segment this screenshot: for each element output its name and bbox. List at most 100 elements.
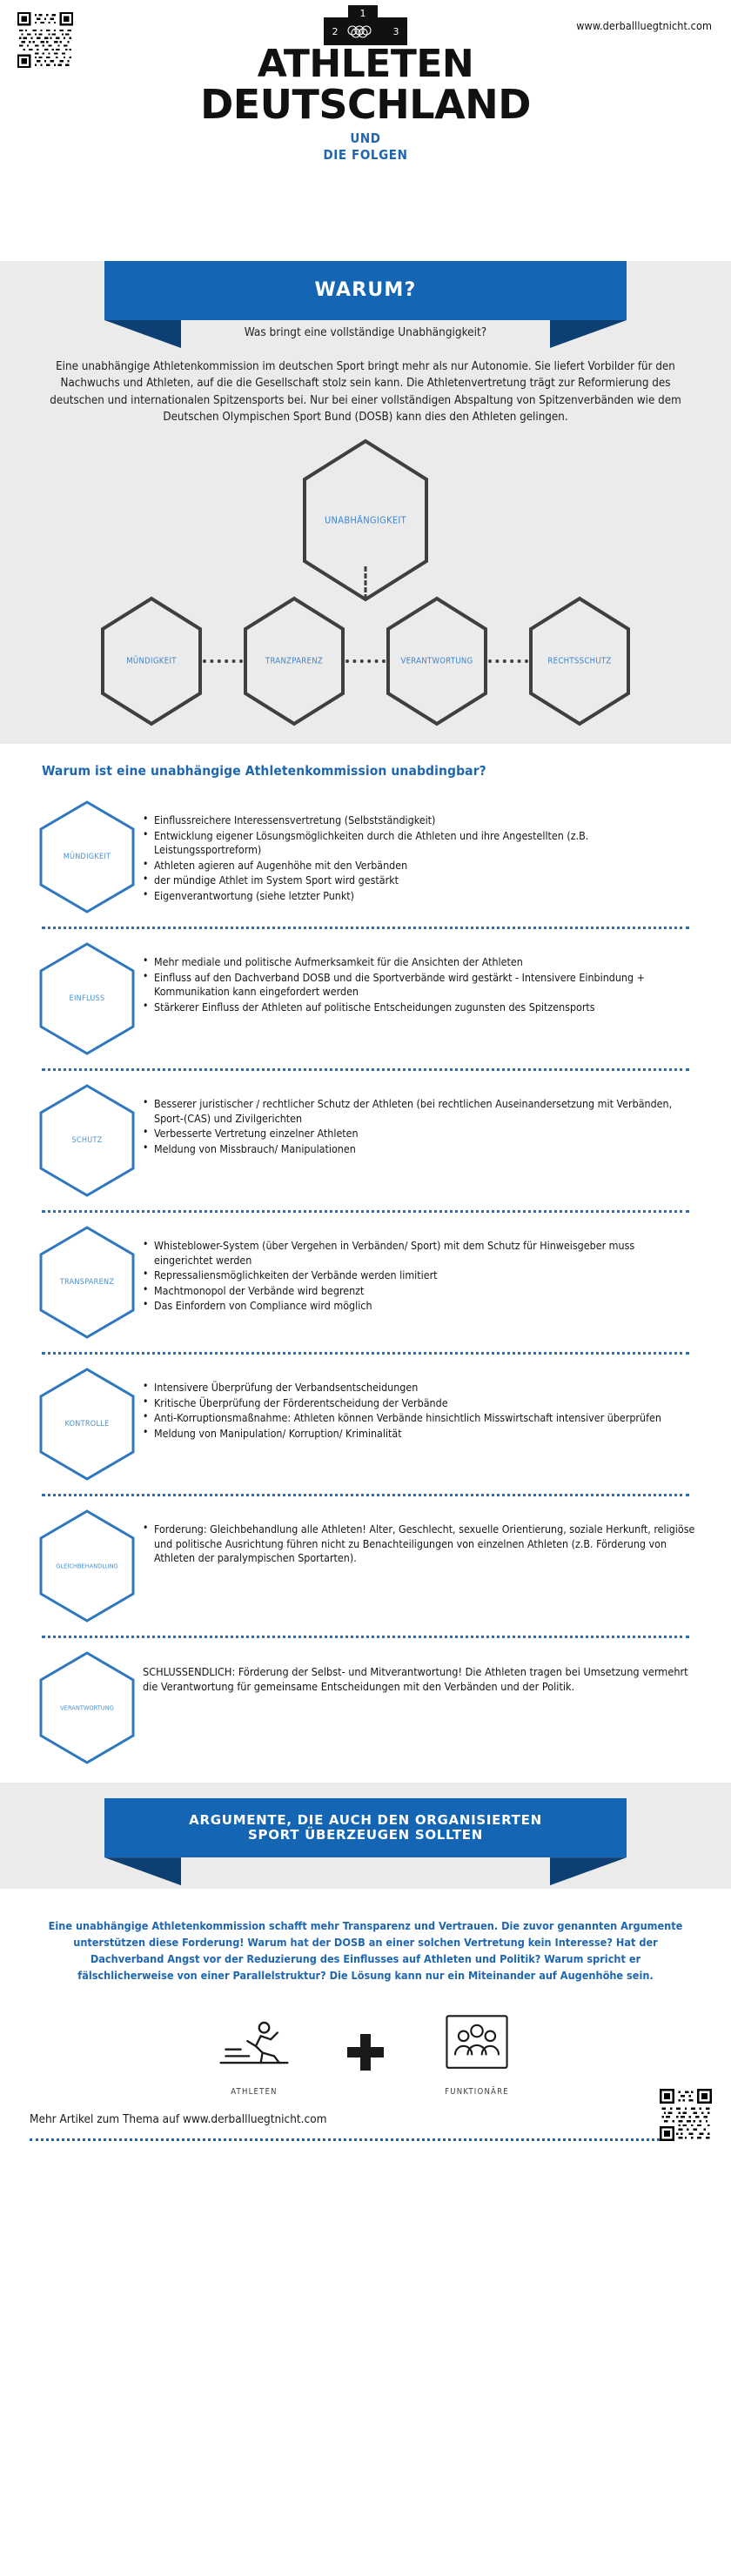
warum-intro-text: Eine unabhängige Athletenkommission im d… [50, 360, 681, 424]
argument-hex-label: KONTROLLE [64, 1420, 110, 1429]
argument-body: Mehr mediale und politische Aufmerksamke… [143, 941, 696, 1015]
argument-bullet: Machtmonopol der Verbände wird begrenzt [143, 1283, 696, 1299]
hexagon-shape-icon [39, 1651, 135, 1764]
section-divider [42, 1210, 689, 1214]
title-block: ATHLETEN DEUTSCHLAND UND DIE FOLGEN [0, 45, 731, 164]
arguments-section: Warum ist eine unabhängige Athletenkommi… [0, 744, 731, 1783]
argument-body: SCHLUSSENDLICH: Förderung der Selbst- un… [143, 1650, 696, 1694]
hexagon-shape-icon [39, 942, 135, 1055]
svg-text:3: 3 [393, 26, 399, 37]
argument-row: EINFLUSS Mehr mediale und politische Auf… [0, 933, 731, 1065]
athleten-icon-cell: ATHLETEN [189, 2009, 319, 2097]
hexagon-shape-icon [529, 596, 630, 726]
hexagon-shape-icon [386, 596, 487, 726]
qr-code-bottom-right-icon[interactable] [660, 2088, 712, 2141]
argument-bullet: Whisteblower-System (über Vergehen in Ve… [143, 1238, 696, 1268]
hexagon-shape-icon [39, 1368, 135, 1481]
hexagon-shape-icon [39, 1084, 135, 1197]
warum-subtitle: Was bringt eine vollständige Unabhängigk… [244, 325, 487, 339]
hexagon-shape-icon [101, 596, 202, 726]
page-title-line1: ATHLETEN [257, 42, 474, 86]
diagram-node-rechtsschutz: RECHTSSCHUTZ [528, 596, 631, 726]
argument-hex-schutz: SCHUTZ [38, 1083, 136, 1198]
argument-bullet: Verbesserte Vertretung einzelner Athlete… [143, 1126, 696, 1141]
qr-code-top-left-icon[interactable] [17, 12, 73, 68]
warum-banner: WARUM? [104, 261, 627, 320]
argument-paragraph: SCHLUSSENDLICH: Förderung der Selbst- un… [143, 1665, 688, 1694]
section-divider [42, 927, 689, 930]
argument-bullet: Mehr mediale und politische Aufmerksamke… [143, 954, 696, 970]
site-url[interactable]: www.derballluegtnicht.com [576, 19, 712, 32]
warum-banner-label: WARUM? [314, 279, 417, 302]
section-divider [42, 1068, 689, 1072]
argument-bullet: Intensivere Überprüfung der Verbandsents… [143, 1380, 696, 1395]
argument-hex-label: EINFLUSS [69, 994, 105, 1004]
independence-diagram: UNABHÄNGIGKEIT MÜNDIGKEIT TRANZPARENZ [0, 431, 731, 744]
diagram-node-tranzparenz: TRANZPARENZ [243, 596, 345, 726]
argument-body: Whisteblower-System (über Vergehen in Ve… [143, 1225, 696, 1315]
argument-bullet: Besserer juristischer / rechtlicher Schu… [143, 1096, 696, 1126]
warum-ribbon: WARUM? Was bringt eine vollständige Unab… [0, 261, 731, 348]
hexagon-shape-icon [244, 596, 345, 726]
argument-bullet: Einfluss auf den Dachverband DOSB und di… [143, 970, 696, 1000]
diagram-node-label: RECHTSSCHUTZ [547, 656, 612, 666]
closing-text: Eine unabhängige Athletenkommission scha… [48, 1919, 683, 1982]
olympic-rings-podium-icon: 1 2 3 [324, 5, 407, 45]
section-divider [42, 1494, 689, 1497]
diagram-connector-1 [203, 659, 243, 664]
argument-bullet: Forderung: Gleichbehandlung alle Athlete… [143, 1522, 696, 1566]
page-title-line2: DEUTSCHLAND [200, 81, 531, 128]
page-subtitle-line1: UND [350, 130, 381, 147]
diagram-root-hex: UNABHÄNGIGKEIT [301, 438, 430, 603]
argument-row: VERANTWORTUNG SCHLUSSENDLICH: Förderung … [0, 1642, 731, 1774]
ribbon-fold-right [550, 1857, 627, 1886]
argument-banner-line2: SPORT ÜBERZEUGEN SOLLTEN [248, 1827, 483, 1843]
svg-text:1: 1 [360, 8, 366, 19]
section-divider [42, 1352, 689, 1355]
hexagon-shape-icon [39, 1226, 135, 1339]
closing-section: Eine unabhängige Athletenkommission scha… [0, 1889, 731, 2141]
ribbon-fold-left [104, 1857, 181, 1886]
infographic-page: www.derballluegtnicht.com 1 2 3 ATHLETEN… [0, 0, 731, 2155]
argument-hex-label: TRANSPARENZ [59, 1278, 115, 1288]
diagram-node-row: MÜNDIGKEIT TRANZPARENZ VERANTWORTUNG [0, 596, 731, 726]
argument-bullet: Repressaliensmöglichkeiten der Verbände … [143, 1268, 696, 1283]
footer-text[interactable]: Mehr Artikel zum Thema auf www.derballlu… [30, 2111, 327, 2126]
argument-hex-transparenz: TRANSPARENZ [38, 1225, 136, 1340]
argument-row: SCHUTZ Besserer juristischer / rechtlich… [0, 1074, 731, 1207]
athleten-caption: ATHLETEN [231, 2086, 278, 2097]
argument-row: KONTROLLE Intensivere Überprüfung der Ve… [0, 1358, 731, 1490]
argument-hex-verantwortung: VERANTWORTUNG [38, 1650, 136, 1765]
funktionaere-icon-cell: FUNKTIONÄRE [412, 2009, 542, 2097]
diagram-node-verantwortung: VERANTWORTUNG [386, 596, 488, 726]
hexagon-shape-icon [303, 438, 428, 602]
argument-body: Forderung: Gleichbehandlung alle Athlete… [143, 1509, 696, 1567]
argument-body: Intensivere Überprüfung der Verbandsents… [143, 1367, 696, 1442]
officials-group-icon [446, 2014, 508, 2069]
argument-bullet: Entwicklung eigener Lösungsmöglichkeiten… [143, 828, 696, 858]
diagram-node-label: TRANZPARENZ [265, 656, 324, 666]
argument-bullet: Athleten agieren auf Augenhöhe mit den V… [143, 858, 696, 873]
footer-divider [30, 2138, 701, 2141]
plus-icon [347, 2034, 384, 2071]
diagram-node-label: MÜNDIGKEIT [126, 656, 177, 666]
argument-bullet: Meldung von Missbrauch/ Manipulationen [143, 1141, 696, 1157]
argument-hex-kontrolle: KONTROLLE [38, 1367, 136, 1482]
argument-hex-einfluss: EINFLUSS [38, 941, 136, 1056]
argument-row: GLEICHBEHANDLUNG Forderung: Gleichbehand… [0, 1500, 731, 1632]
argument-body: Besserer juristischer / rechtlicher Schu… [143, 1083, 696, 1157]
diagram-connector-2 [345, 659, 386, 664]
comparison-icons-row: ATHLETEN FUNK [0, 1993, 731, 2100]
argument-body: Einflussreichere Interessensvertretung (… [143, 800, 696, 904]
argument-row: TRANSPARENZ Whisteblower-System (über Ve… [0, 1216, 731, 1348]
argument-bullet: Eigenverantwortung (siehe letzter Punkt) [143, 888, 696, 904]
diagram-node-label: VERANTWORTUNG [400, 656, 473, 666]
diagram-connector-3 [488, 659, 528, 664]
argument-bullet: Das Einfordern von Compliance wird mögli… [143, 1298, 696, 1314]
argument-bullet: Meldung von Manipulation/ Korruption/ Kr… [143, 1426, 696, 1442]
running-athlete-icon [219, 2021, 289, 2064]
